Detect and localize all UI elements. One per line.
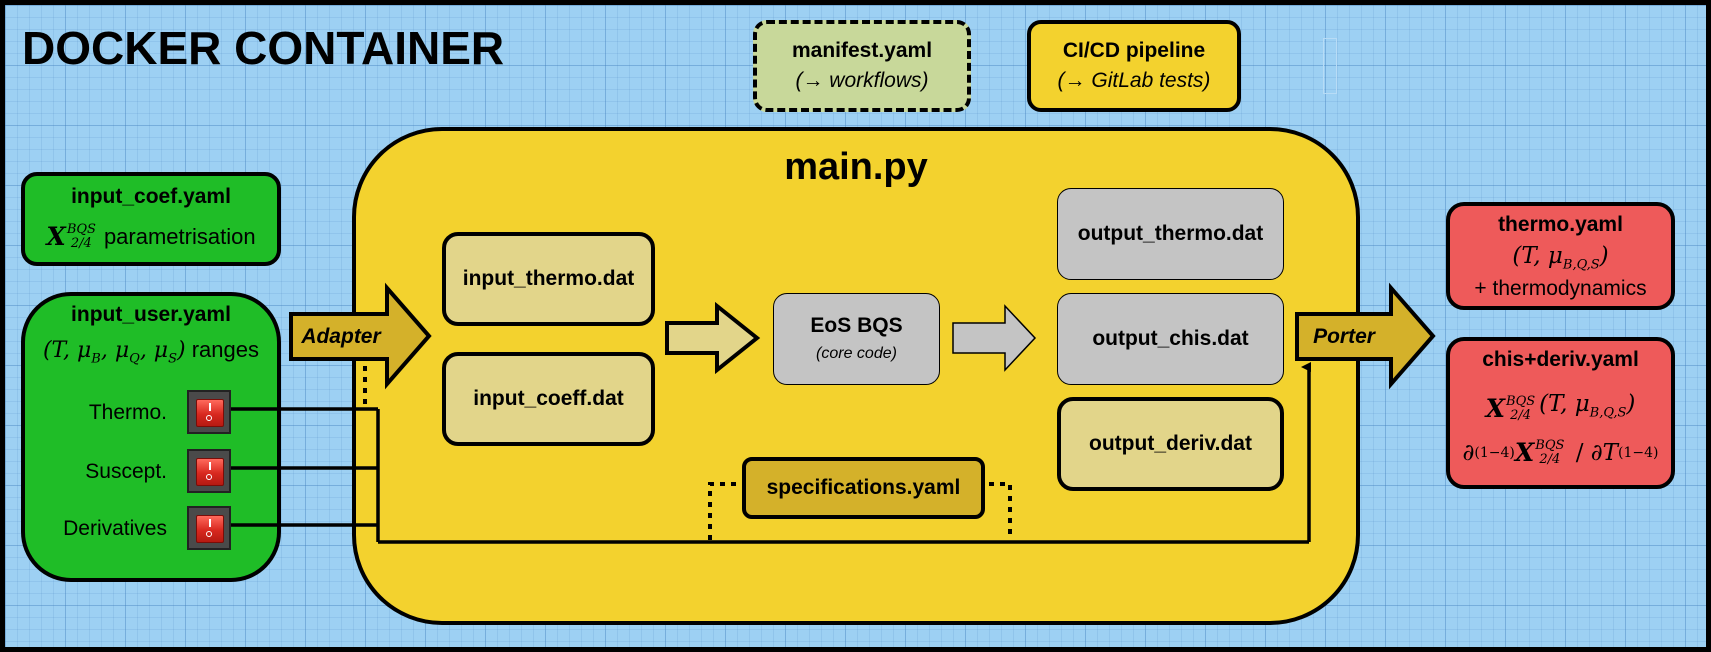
main-py-title: main.py [784, 146, 928, 188]
specifications-file: specifications.yaml [742, 457, 985, 519]
output-thermo-file: output_thermo.dat [1057, 188, 1284, 280]
switch-label-derivatives: Derivatives [63, 517, 167, 540]
input-user-ranges: (T, μB, μQ, μS) ranges [42, 337, 260, 367]
thermo-yaml-box: thermo.yaml (T, μB,Q,S) + thermodynamics [1446, 202, 1675, 310]
adapter-label: Adapter [301, 325, 381, 348]
cicd-label: CI/CD pipeline [1062, 39, 1206, 62]
porter-label: Porter [1313, 325, 1375, 348]
diagram-title: DOCKER CONTAINER [22, 22, 505, 74]
input-coeff-file: input_coeff.dat [442, 352, 655, 446]
toggle-switch-thermo[interactable] [187, 390, 231, 434]
eos-note: (core code) [816, 345, 897, 362]
manifest-label: manifest.yaml [791, 39, 933, 62]
input-user-label: input_user.yaml [71, 303, 231, 326]
faint-marker [1323, 38, 1337, 94]
output-chis-file: output_chis.dat [1057, 293, 1284, 385]
connector-lines [227, 282, 1436, 544]
arrow-inputs-to-eos [665, 301, 761, 375]
eos-label: EoS BQS [810, 314, 903, 337]
specifications-dotted-bracket [708, 482, 742, 540]
porter-arrow [1295, 282, 1436, 390]
input-user-box: input_user.yaml (T, μB, μQ, μS) ranges T… [21, 292, 281, 582]
manifest-note: (→ workflows) [795, 69, 929, 92]
output-deriv-file: output_deriv.dat [1057, 397, 1284, 491]
input-coef-suffix: parametrisation [103, 224, 256, 249]
switch-label-suscept: Suscept. [85, 460, 167, 483]
input-coef-label: input_coef.yaml [71, 185, 231, 208]
adapter-arrow [289, 282, 432, 390]
chis-deriv-yaml-label: chis+deriv.yaml [1482, 348, 1639, 371]
toggle-switch-derivatives[interactable] [187, 506, 231, 550]
manifest-box: manifest.yaml (→ workflows) [753, 20, 971, 112]
switch-rocker [196, 515, 224, 543]
switch-label-thermo: Thermo. [88, 401, 167, 424]
thermo-yaml-formula: (T, μB,Q,S) [1512, 243, 1609, 273]
arrow-eos-to-outputs [952, 304, 1037, 372]
thermo-yaml-label: thermo.yaml [1498, 213, 1623, 236]
switch-rocker [196, 399, 224, 427]
toggle-switch-suscept[interactable] [187, 449, 231, 493]
thermo-yaml-suffix: + thermodynamics [1474, 277, 1647, 300]
cicd-note: (→ GitLab tests) [1057, 69, 1211, 92]
input-user-ranges-word: ranges [191, 337, 260, 362]
eos-bqs-box: EoS BQS (core code) [773, 293, 940, 385]
input-thermo-file: input_thermo.dat [442, 232, 655, 326]
switch-rocker [196, 458, 224, 486]
specifications-dotted-bracket-right [978, 482, 1012, 540]
cicd-box: CI/CD pipeline (→ GitLab tests) [1027, 20, 1241, 112]
